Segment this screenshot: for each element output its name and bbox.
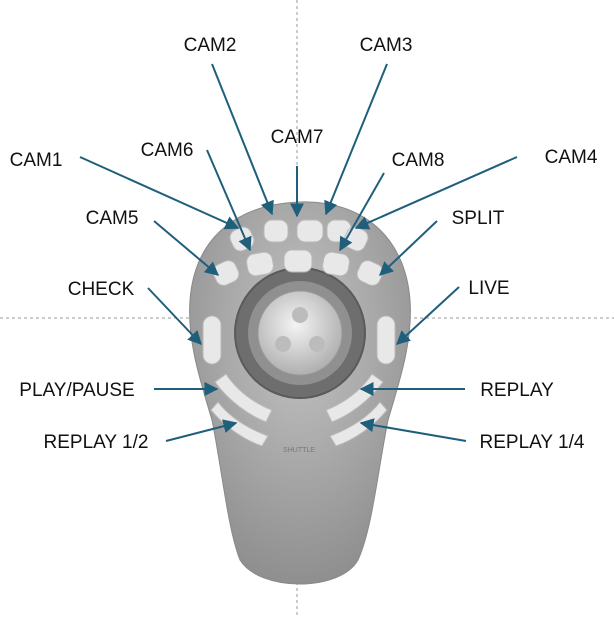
label-cam2: CAM2 — [184, 35, 237, 56]
arrow-replay-quarter — [359, 418, 467, 442]
controller-device: SHUTTLE — [189, 201, 411, 585]
button-cam2[interactable] — [263, 219, 289, 243]
label-live: LIVE — [468, 278, 509, 299]
device-brand-text: SHUTTLE — [283, 447, 315, 454]
arrow-cam2 — [211, 63, 274, 216]
button-cam6[interactable] — [245, 251, 274, 277]
arrow-cam5 — [153, 220, 220, 276]
arrow-cam3 — [324, 63, 388, 216]
arrow-cam4 — [354, 156, 518, 230]
label-split: SPLIT — [452, 208, 505, 229]
button-cam8[interactable] — [321, 251, 350, 277]
button-live[interactable] — [376, 315, 396, 365]
trackball[interactable] — [257, 290, 343, 376]
label-play-pause: PLAY/PAUSE — [19, 380, 134, 401]
arrow-cam8 — [339, 172, 385, 252]
button-split[interactable] — [354, 258, 385, 288]
label-replay-quarter: REPLAY 1/4 — [480, 432, 585, 453]
button-center[interactable] — [283, 249, 313, 273]
label-replay: REPLAY — [480, 380, 554, 401]
trackball-dimple — [292, 307, 308, 323]
button-replay-half[interactable] — [210, 401, 269, 447]
button-cam7[interactable] — [296, 219, 324, 243]
label-cam6: CAM6 — [141, 140, 194, 161]
arrow-replay-half — [165, 419, 238, 442]
label-cam8: CAM8 — [392, 150, 445, 171]
button-cam5[interactable] — [210, 258, 241, 288]
callout-arrows — [79, 63, 518, 442]
arrow-cam6 — [206, 149, 252, 252]
arrow-split — [378, 220, 438, 276]
label-cam5: CAM5 — [86, 208, 139, 229]
label-cam1: CAM1 — [10, 150, 63, 171]
button-play-pause[interactable] — [214, 373, 273, 423]
label-cam4: CAM4 — [545, 147, 598, 168]
trackball-dimple — [275, 336, 291, 352]
button-check[interactable] — [202, 315, 222, 365]
arrow-check — [147, 287, 202, 346]
label-cam7: CAM7 — [271, 127, 324, 148]
label-replay-half: REPLAY 1/2 — [44, 432, 149, 453]
label-cam3: CAM3 — [360, 35, 413, 56]
arrow-cam1 — [79, 156, 240, 230]
callout-labels: CAM2 CAM3 CAM7 CAM1 CAM6 CAM8 CAM4 CAM5 … — [10, 35, 598, 453]
arrow-live — [395, 286, 460, 345]
label-check: CHECK — [68, 279, 135, 300]
trackball-dimple — [309, 336, 325, 352]
